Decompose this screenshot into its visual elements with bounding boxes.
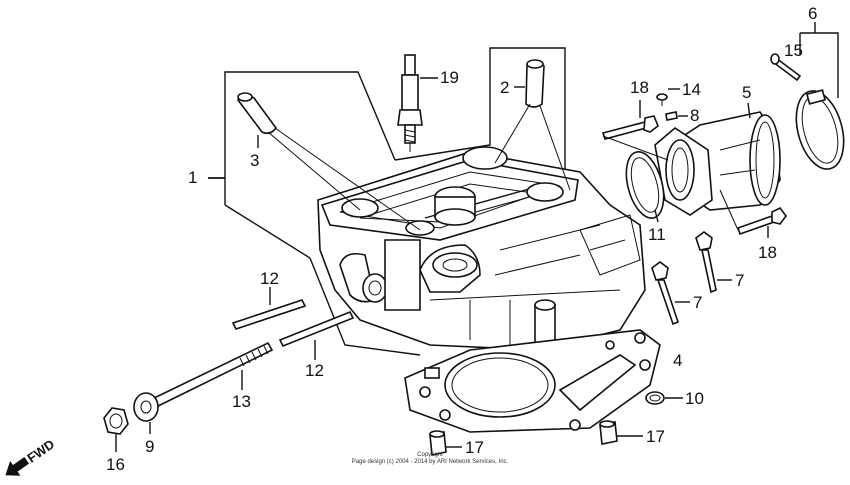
fwd-label: FWD xyxy=(24,436,57,465)
screw-8 xyxy=(665,111,688,121)
callout-4: 4 xyxy=(673,351,682,370)
callout-1: 1 xyxy=(188,168,197,187)
callout-5: 5 xyxy=(742,83,751,102)
clamp-6 xyxy=(795,22,845,170)
cylinder-head xyxy=(317,146,646,351)
callout-19: 19 xyxy=(440,68,459,87)
callout-17b: 17 xyxy=(646,427,665,446)
callout-10: 10 xyxy=(685,389,704,408)
stud-12a xyxy=(231,287,307,330)
dowel-17a xyxy=(429,430,462,456)
callout-2: 2 xyxy=(500,78,509,97)
bolt-18b xyxy=(719,189,787,238)
assembly-bracket xyxy=(208,47,566,356)
callout-12a: 12 xyxy=(260,269,279,288)
copyright-line-2: Page design (c) 2004 - 2014 by ARI Netwo… xyxy=(351,459,509,465)
callout-18a: 18 xyxy=(630,78,649,97)
dowel-17b xyxy=(599,420,643,445)
washer-9 xyxy=(133,392,159,434)
callout-12b: 12 xyxy=(305,361,324,380)
callout-17a: 17 xyxy=(465,438,484,457)
stud-12b xyxy=(278,310,355,360)
bolt-18a xyxy=(601,100,669,161)
copyright-line-1: Copyright xyxy=(417,452,443,458)
spark-plug xyxy=(397,54,438,152)
callout-3: 3 xyxy=(250,151,259,170)
callout-8: 8 xyxy=(690,106,699,125)
bolt-7a xyxy=(695,231,732,294)
callout-11: 11 xyxy=(648,225,666,244)
callout-15: 15 xyxy=(784,41,803,60)
guide-pin-3 xyxy=(236,92,421,231)
intake-gasket-11 xyxy=(625,151,665,223)
nut-16 xyxy=(103,407,129,452)
guide-pin-2 xyxy=(494,59,571,191)
fwd-arrow-icon: FWD xyxy=(5,436,57,476)
screw-15 xyxy=(770,53,802,82)
callout-6: 6 xyxy=(808,4,817,23)
head-gasket xyxy=(404,329,661,433)
callout-14: 14 xyxy=(682,80,701,99)
long-bolt-13 xyxy=(148,341,274,410)
copyright-notice: Copyright Page design (c) 2004 - 2014 by… xyxy=(300,452,560,466)
bolt-7b xyxy=(651,261,690,326)
callout-7b: 7 xyxy=(693,293,702,312)
o-ring-10 xyxy=(645,391,683,405)
screw-14 xyxy=(656,88,680,106)
intake-manifold xyxy=(654,102,781,216)
callout-13: 13 xyxy=(232,392,251,411)
callout-18b: 18 xyxy=(758,243,777,262)
callout-16: 16 xyxy=(106,455,125,474)
callout-7a: 7 xyxy=(735,271,744,290)
callout-9: 9 xyxy=(145,437,154,456)
